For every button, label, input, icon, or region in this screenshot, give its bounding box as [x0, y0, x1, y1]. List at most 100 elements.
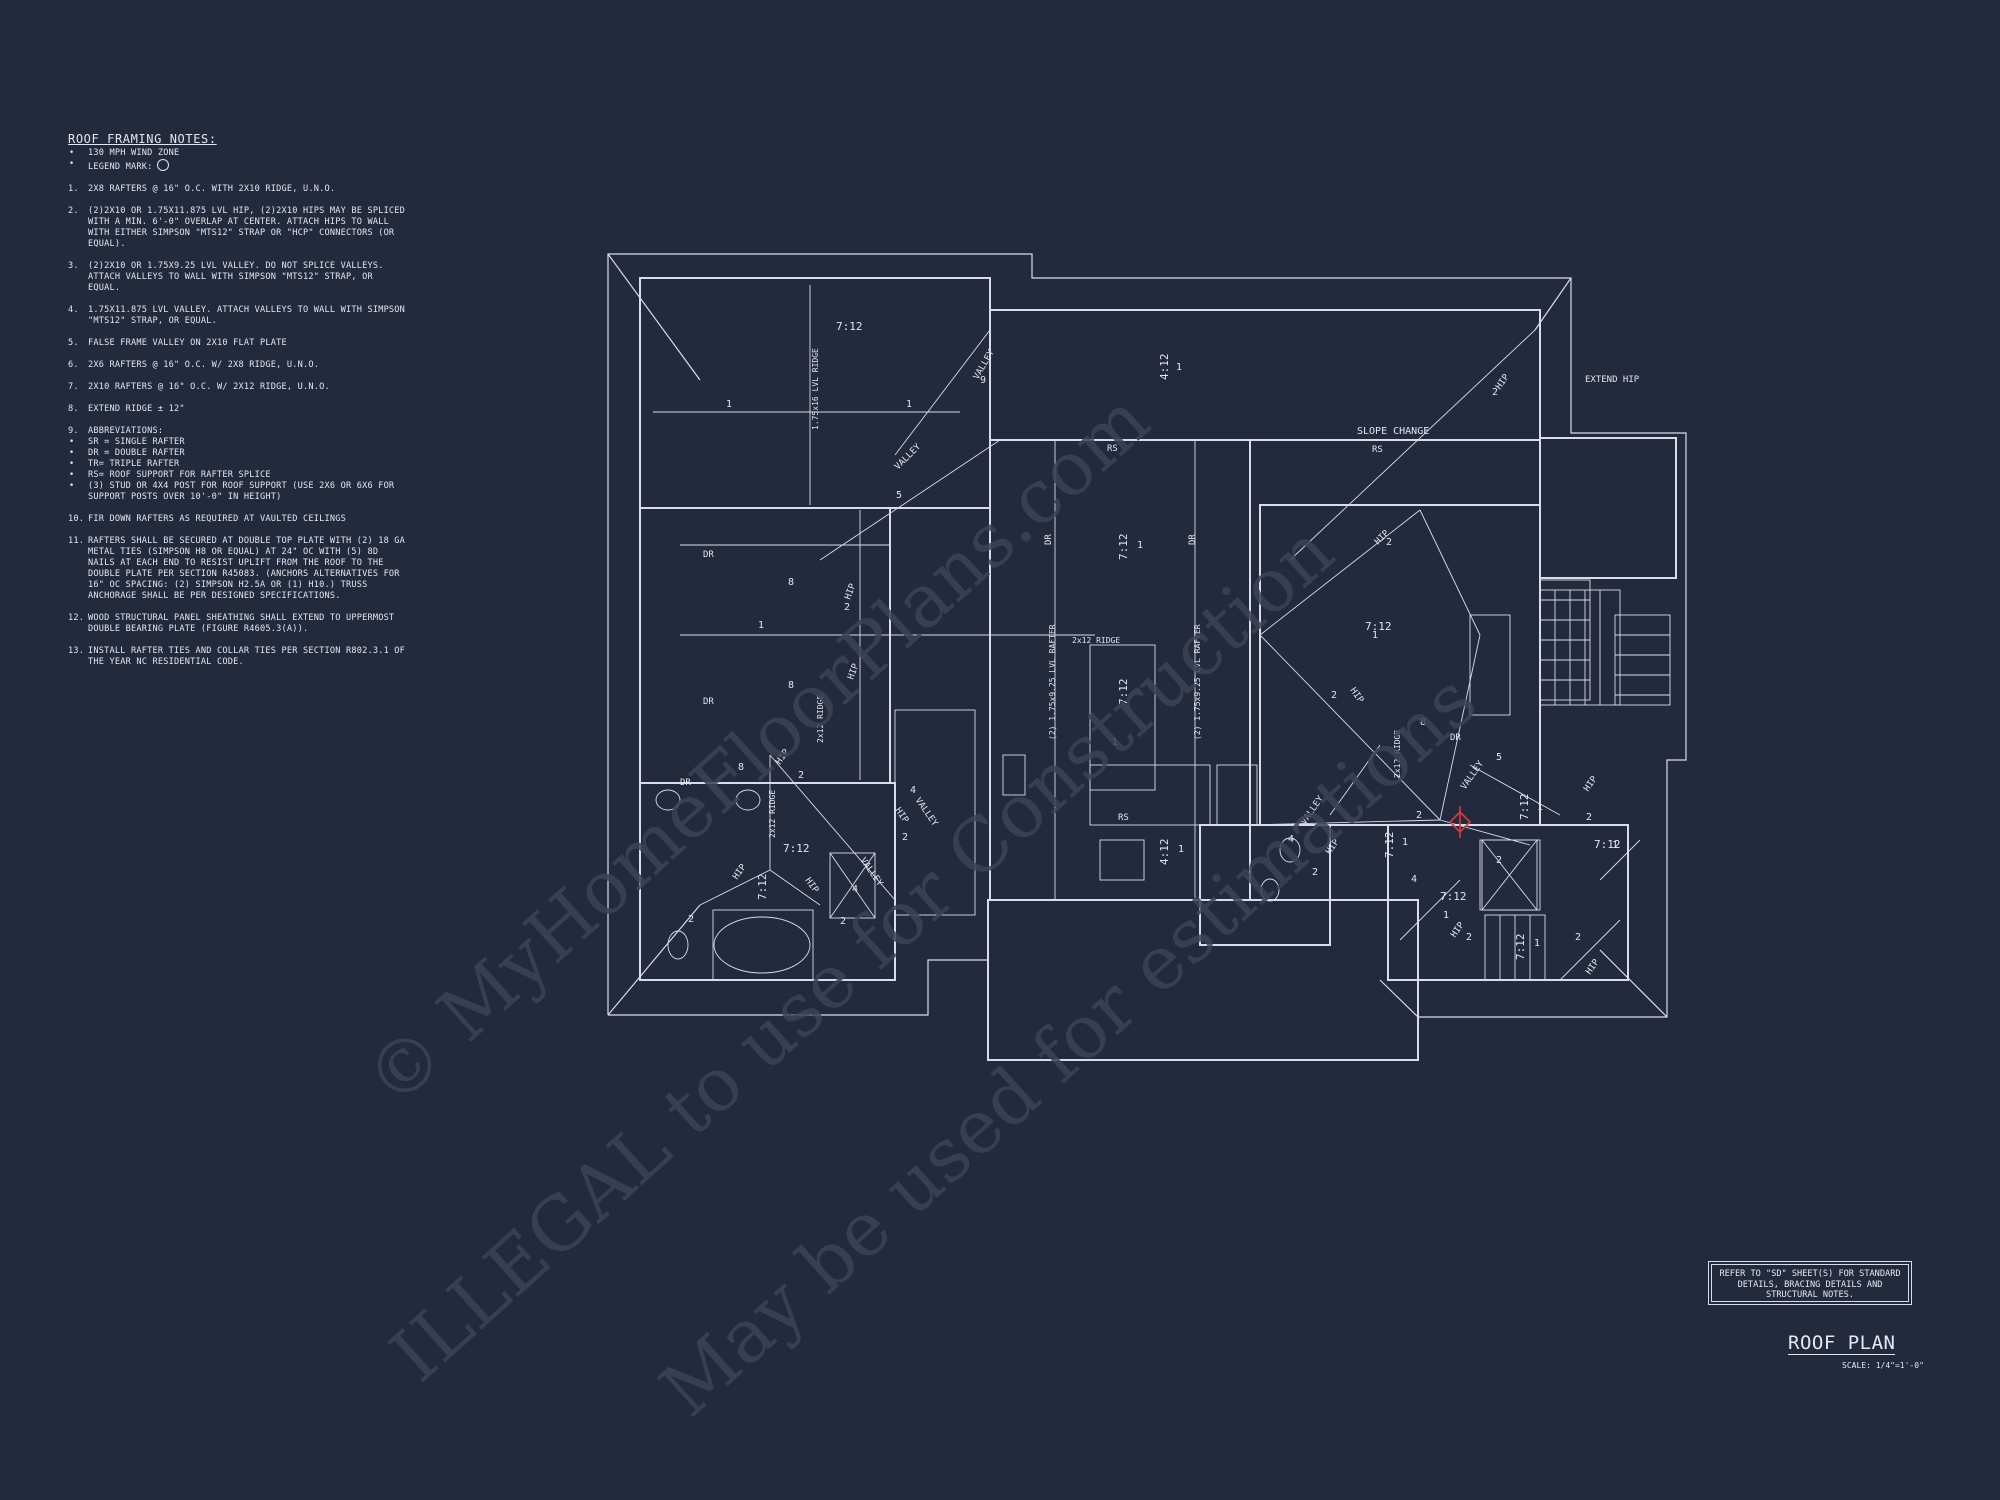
callout-number: 9 — [980, 375, 986, 386]
callout-number: 1 — [1537, 802, 1543, 813]
abbreviation-item: RS= ROOF SUPPORT FOR RAFTER SPLICE — [68, 470, 408, 481]
support-label: RS — [1107, 444, 1118, 454]
callout-number: 5 — [1496, 752, 1502, 763]
valley-label: VALLEY — [1299, 794, 1326, 827]
plan-labels: 7:12 7:12 7:12 7:12 7:12 4:12 4:12 7:12 … — [680, 320, 1640, 977]
rafter-label: DR — [703, 697, 714, 707]
note-item: 7.2x10 RAFTERS @ 16" O.C. W/ 2x12 RIDGE,… — [68, 382, 330, 392]
note-item: 13.INSTALL RAFTER TIES AND COLLAR TIES P… — [68, 646, 406, 667]
hip-label: HIP — [1449, 920, 1467, 940]
callout-number: 2 — [1586, 812, 1592, 823]
callout-number: 2 — [1492, 387, 1498, 398]
hip-label: HIP — [843, 582, 858, 601]
callout-number: 4 — [1288, 834, 1294, 845]
note-item: 1.2x8 RAFTERS @ 16" O.C. WITH 2x10 RIDGE… — [68, 184, 336, 194]
ridge-label: 2x12 RIDGE — [1393, 730, 1402, 778]
callout-number: 1 — [1372, 630, 1378, 641]
ridge-label: 1.75x16 LVL RIDGE — [811, 348, 820, 430]
rafter-label: DR — [703, 550, 714, 560]
callout-number: 5 — [896, 490, 902, 501]
roof-outline — [607, 253, 1687, 1061]
pitch-label: 7:12 — [1117, 679, 1130, 706]
pitch-label: 7:12 — [836, 320, 863, 333]
note-item: 5.FALSE FRAME VALLEY ON 2x10 FLAT PLATE — [68, 338, 287, 348]
hip-label: HIP — [1584, 957, 1602, 977]
callout-number: 8 — [788, 577, 794, 588]
extend-hip-label: EXTEND HIP — [1585, 375, 1640, 385]
rafter-label: (2) 1.75x9.25 LVL RAFTER — [1048, 624, 1057, 740]
callout-number: 8 — [1420, 717, 1426, 728]
note-item: 4.1.75x11.875 LVL VALLEY. ATTACH VALLEYS… — [68, 305, 406, 326]
callout-number: 1 — [726, 399, 732, 410]
abbreviation-item: (3) STUD OR 4x4 POST FOR ROOF SUPPORT (U… — [68, 481, 408, 503]
callout-number: 1 — [758, 620, 764, 631]
ridge-label: 2x12 RIDGE — [1072, 636, 1120, 645]
callout-number: 2 — [840, 916, 846, 927]
support-label: RS — [1372, 445, 1383, 455]
ridge-label: 2x12 RIDGE — [816, 695, 825, 743]
callout-number: 2 — [1386, 537, 1392, 548]
roof-framing-notes: ROOF FRAMING NOTES: 130 MPH WIND ZONE LE… — [68, 132, 408, 668]
note-item: 10.FIR DOWN RAFTERS AS REQUIRED AT VAULT… — [68, 514, 346, 524]
callout-number: 1 — [1112, 737, 1118, 748]
callout-number: 4 — [852, 884, 858, 895]
callout-number: 4 — [910, 785, 916, 796]
valley-label: VALLEY — [913, 796, 940, 829]
callout-number: 2 — [798, 770, 804, 781]
abbreviation-item: DR = DOUBLE RAFTER — [68, 448, 408, 459]
callout-number: 2 — [844, 602, 850, 613]
reference-note-box: REFER TO "SD" SHEET(S) FOR STANDARD DETA… — [1708, 1261, 1912, 1305]
note-item: 9.ABBREVIATIONS: — [68, 426, 164, 436]
callout-number: 4 — [1411, 874, 1417, 885]
valley-label: VALLEY — [893, 442, 923, 472]
callout-number: 1 — [1612, 840, 1618, 851]
hip-label: HIP — [803, 876, 821, 896]
support-label: RS — [1118, 813, 1129, 823]
pitch-label: 4:12 — [1158, 354, 1171, 381]
callout-number: 2 — [1575, 932, 1581, 943]
pitch-label: 7:12 — [756, 874, 769, 901]
note-item: 8.EXTEND RIDGE ± 12" — [68, 404, 185, 414]
pitch-label: 7:12 — [783, 842, 810, 855]
hip-label: HIP — [846, 662, 861, 681]
rafter-label: DR — [1044, 534, 1054, 545]
callout-number: 1 — [1534, 938, 1540, 949]
pitch-label: 7:12 — [1594, 838, 1621, 851]
callout-number: 1 — [906, 399, 912, 410]
callout-number: 1 — [1137, 540, 1143, 551]
callout-number: 2 — [902, 832, 908, 843]
interior-framing — [655, 440, 1621, 981]
callout-number: 1 — [1402, 837, 1408, 848]
hip-label: HIP — [774, 747, 792, 767]
notes-title: ROOF FRAMING NOTES: — [68, 132, 217, 146]
exterior-stairs — [1539, 579, 1671, 706]
note-bullet-wind: 130 MPH WIND ZONE — [68, 148, 408, 159]
callout-number: 2 — [1416, 810, 1422, 821]
ridge-label: 2x12 RIDGE — [768, 790, 777, 838]
pitch-label: 7:12 — [1117, 534, 1130, 561]
abbreviation-item: SR = SINGLE RAFTER — [68, 437, 408, 448]
sheet-scale: SCALE: 1/4"=1'-0" — [1842, 1361, 1924, 1370]
pitch-label: 7:12 — [1383, 832, 1396, 859]
pitch-label: 7:12 — [1518, 794, 1531, 821]
note-item: 11.RAFTERS SHALL BE SECURED AT DOUBLE TO… — [68, 536, 406, 601]
slope-change-label: SLOPE CHANGE — [1357, 426, 1429, 437]
callout-number: 2 — [1496, 855, 1502, 866]
hip-label: HIP — [1348, 686, 1366, 706]
ridge-hip-valley-lines — [653, 285, 1641, 981]
pitch-label: 7:12 — [1440, 890, 1467, 903]
callout-number: 2 — [1331, 690, 1337, 701]
rafter-label: (2) 1.75x9.25 LVL RAFTER — [1193, 624, 1202, 740]
legend-label: LEGEND MARK: — [88, 162, 153, 172]
callout-numerals: 1 1 1 1 1 1 1 1 1 1 1 1 1 2 2 2 2 2 2 2 … — [688, 362, 1618, 949]
pitch-label: 7:12 — [1365, 620, 1392, 633]
reference-note: REFER TO "SD" SHEET(S) FOR STANDARD DETA… — [1719, 1269, 1901, 1300]
note-bullet-legend: LEGEND MARK: — [68, 159, 408, 173]
abbreviation-item: TR= TRIPLE RAFTER — [68, 459, 408, 470]
hip-label: HIP — [1582, 774, 1600, 794]
rafter-label: DR — [1450, 733, 1461, 743]
legend-circle-icon — [156, 159, 169, 171]
rafter-label: DR — [680, 778, 691, 788]
callout-number: 2 — [688, 914, 694, 925]
